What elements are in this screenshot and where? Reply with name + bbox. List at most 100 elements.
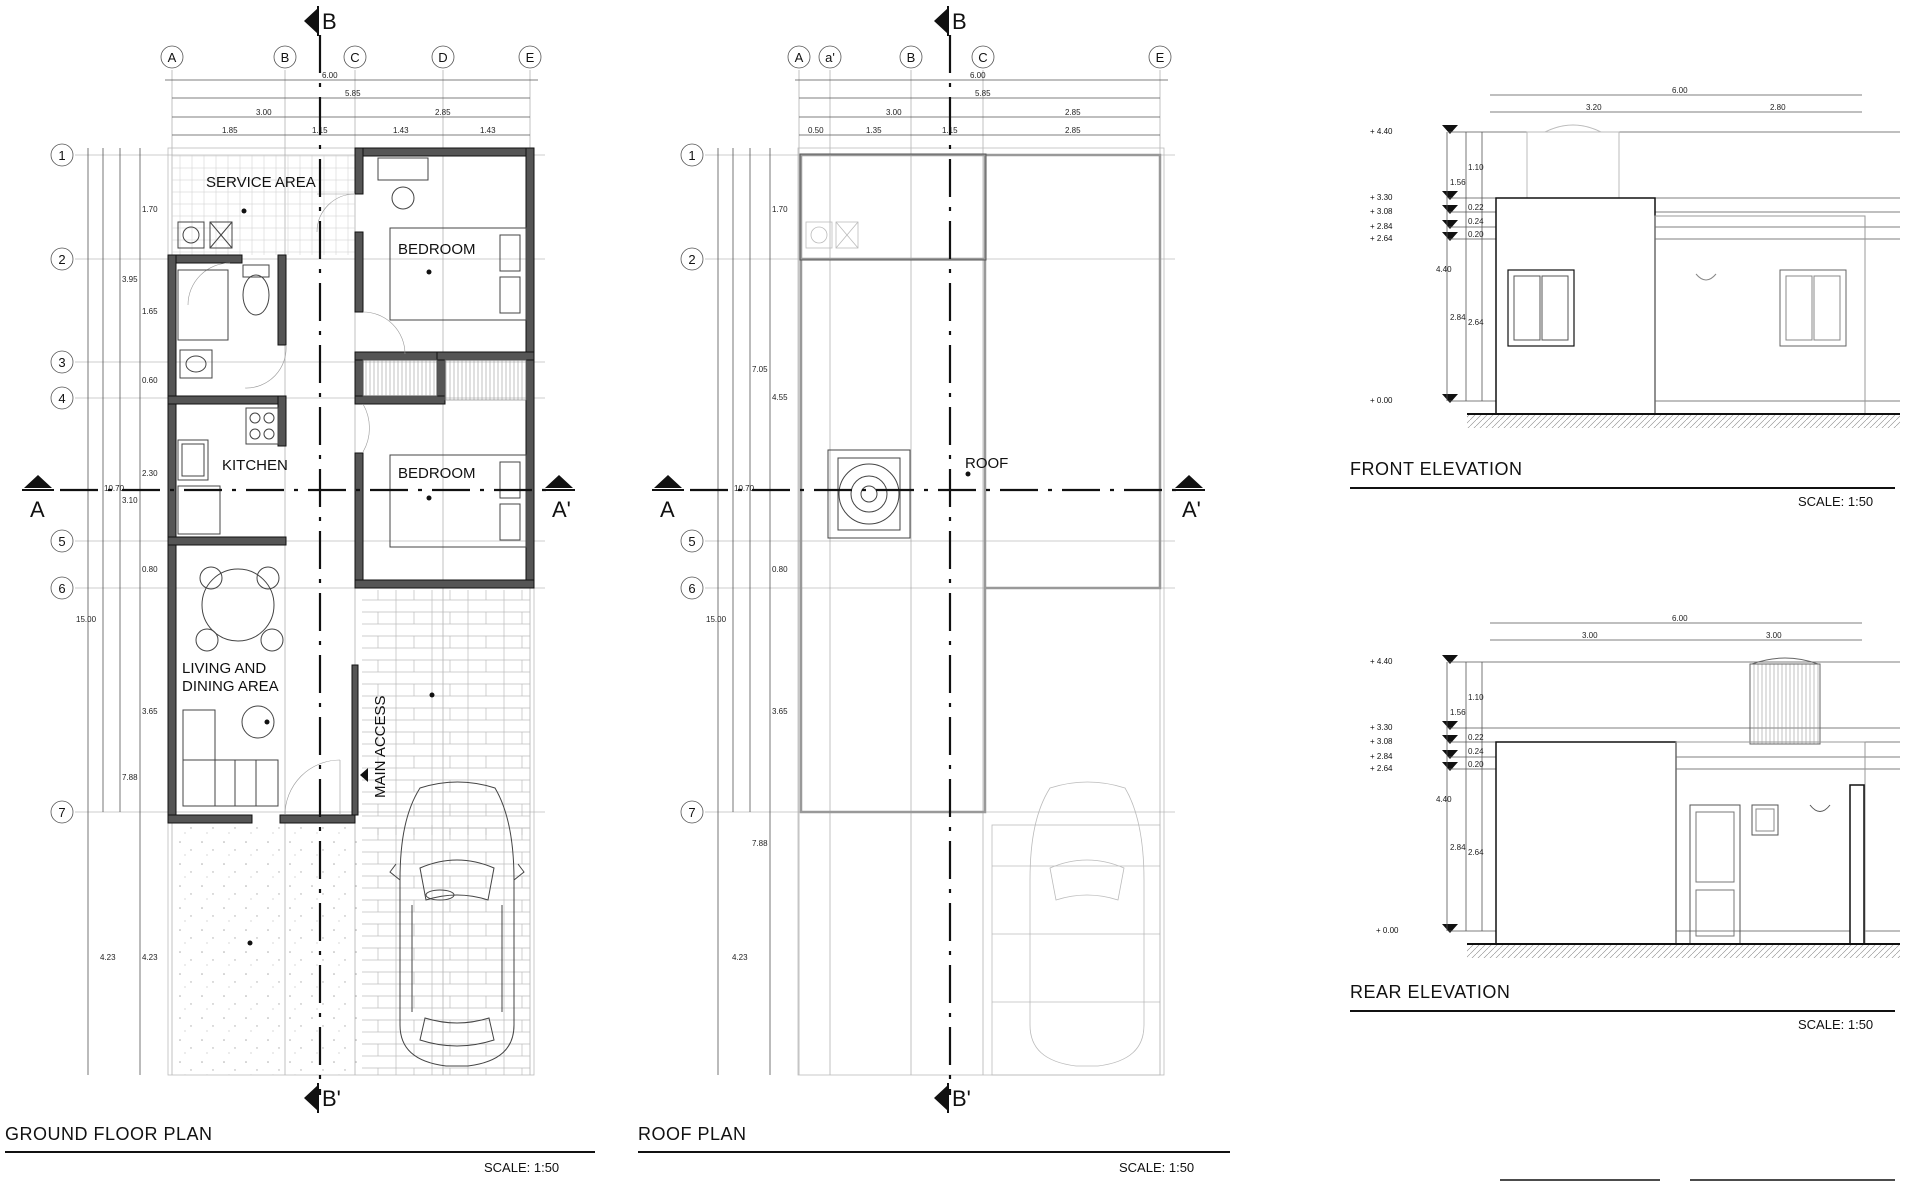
grid-col-label: A <box>795 50 804 65</box>
section-markers-ground: B B' A A' <box>22 6 575 1113</box>
svg-text:+ 3.30: + 3.30 <box>1370 723 1393 732</box>
front-elevation-scale: SCALE: 1:50 <box>1798 494 1873 509</box>
front-elevation: 6.00 3.20 2.80 + 4.40 + 3.30 + 3.08 + 2.… <box>1350 86 1900 509</box>
dim-text: 1.43 <box>393 126 409 135</box>
grid-row-label: 2 <box>688 252 695 267</box>
svg-text:+ 3.08: + 3.08 <box>1370 737 1393 746</box>
dim-text: 1.56 <box>1450 708 1466 717</box>
section-b-label: B <box>322 9 337 34</box>
dim-text: 1.35 <box>866 126 882 135</box>
water-tank <box>827 449 911 539</box>
rear-elevation: 6.00 3.00 3.00 + 4.40 + 3.30 + 3.08 + 2.… <box>1350 614 1900 1032</box>
dim-text: 2.85 <box>435 108 451 117</box>
dim-text: 0.80 <box>772 565 788 574</box>
dim-text: 15.00 <box>706 615 727 624</box>
room-label-bedroom: BEDROOM <box>398 241 476 258</box>
dim-text: 2.64 <box>1468 318 1484 327</box>
dim-text: 4.40 <box>1436 795 1452 804</box>
grid-row-label: 3 <box>58 355 65 370</box>
dim-text: 4.55 <box>772 393 788 402</box>
rear-elevation-title: REAR ELEVATION <box>1350 982 1510 1002</box>
svg-text:+ 2.84: + 2.84 <box>1370 222 1393 231</box>
dim-text: 1.70 <box>142 205 158 214</box>
section-a-label: A <box>660 497 675 522</box>
section-b-prime-label: B' <box>322 1086 341 1111</box>
dim-text: 6.00 <box>1672 86 1688 95</box>
section-a-label: A <box>30 497 45 522</box>
section-b-label: B <box>952 9 967 34</box>
dim-text: 1.56 <box>1450 178 1466 187</box>
grid-row-label: 5 <box>58 534 65 549</box>
dim-text: 0.22 <box>1468 203 1484 212</box>
dim-text: 4.23 <box>142 953 158 962</box>
dim-text: 0.60 <box>142 376 158 385</box>
roof-plan: A a' B C E 1 2 5 6 7 <box>638 35 1230 1175</box>
dim-text: 7.88 <box>752 839 768 848</box>
svg-text:+ 4.40: + 4.40 <box>1370 657 1393 666</box>
dim-text: 3.00 <box>256 108 272 117</box>
svg-text:+ 0.00: + 0.00 <box>1376 926 1399 935</box>
svg-text:+ 4.40: + 4.40 <box>1370 127 1393 136</box>
dim-text: 2.85 <box>1065 126 1081 135</box>
grid-col-label: C <box>978 50 987 65</box>
dim-text: 10.70 <box>104 484 125 493</box>
grid-col-label: B <box>907 50 916 65</box>
dim-text: 6.00 <box>322 71 338 80</box>
grid-row-label: 2 <box>58 252 65 267</box>
roof-grid-rows: 1 2 5 6 7 <box>680 143 704 824</box>
room-label-bedroom: BEDROOM <box>398 465 476 482</box>
dim-text: 0.22 <box>1468 733 1484 742</box>
front-levels: + 4.40 + 3.30 + 3.08 + 2.84 + 2.64 + 0.0… <box>1370 125 1458 405</box>
dim-text: 10.70 <box>734 484 755 493</box>
rear-elevation-scale: SCALE: 1:50 <box>1798 1017 1873 1032</box>
room-label-dining: DINING AREA <box>182 678 279 695</box>
dim-text: 3.65 <box>772 707 788 716</box>
dim-text: 3.20 <box>1586 103 1602 112</box>
grid-row-label: 1 <box>688 148 695 163</box>
grid-row-label: 7 <box>688 805 695 820</box>
ground-furniture <box>177 157 527 1067</box>
section-b-prime-label: B' <box>952 1086 971 1111</box>
dim-text: 6.00 <box>1672 614 1688 623</box>
dim-text: 0.50 <box>808 126 824 135</box>
dim-text: 0.20 <box>1468 230 1484 239</box>
svg-text:+ 2.64: + 2.64 <box>1370 764 1393 773</box>
dim-text: 3.00 <box>1766 631 1782 640</box>
room-label-living: LIVING AND <box>182 660 266 677</box>
room-label-kitchen: KITCHEN <box>222 457 288 474</box>
rear-levels: + 4.40 + 3.30 + 3.08 + 2.84 + 2.64 + 0.0… <box>1370 655 1458 935</box>
dim-text: 5.85 <box>975 89 991 98</box>
svg-text:+ 3.30: + 3.30 <box>1370 193 1393 202</box>
grid-row-label: 5 <box>688 534 695 549</box>
grid-row-label: 4 <box>58 391 65 406</box>
dim-text: 2.80 <box>1770 103 1786 112</box>
dim-text: 3.00 <box>1582 631 1598 640</box>
dim-text: 3.95 <box>122 275 138 284</box>
grid-col-label: D <box>438 50 447 65</box>
front-elevation-title: FRONT ELEVATION <box>1350 459 1523 479</box>
grid-col-label: E <box>1156 50 1165 65</box>
dim-text: 1.85 <box>222 126 238 135</box>
ground-floor-plan: A B C D E 1 2 3 4 5 6 7 <box>5 35 595 1175</box>
dim-text: 0.20 <box>1468 760 1484 769</box>
grid-row-label: 6 <box>688 581 695 596</box>
grid-col-label: A <box>168 50 177 65</box>
grid-col-label: B <box>281 50 290 65</box>
room-label-main-access: MAIN ACCESS <box>372 695 389 798</box>
section-a-prime-label: A' <box>552 497 571 522</box>
dim-text: 2.84 <box>1450 313 1466 322</box>
dim-text: 1.70 <box>772 205 788 214</box>
roof-plan-title: ROOF PLAN <box>638 1124 747 1144</box>
dim-text: 7.05 <box>752 365 768 374</box>
dim-text: 6.00 <box>970 71 986 80</box>
ground-floor-title: GROUND FLOOR PLAN <box>5 1124 213 1144</box>
dim-text: 2.30 <box>142 469 158 478</box>
roof-grid-columns: A a' B C E <box>787 45 1172 69</box>
dim-text: 2.84 <box>1450 843 1466 852</box>
dim-text: 3.00 <box>886 108 902 117</box>
svg-text:+ 2.64: + 2.64 <box>1370 234 1393 243</box>
roof-label: ROOF <box>965 455 1008 472</box>
ground-walls <box>167 147 535 824</box>
grid-col-label: E <box>526 50 535 65</box>
